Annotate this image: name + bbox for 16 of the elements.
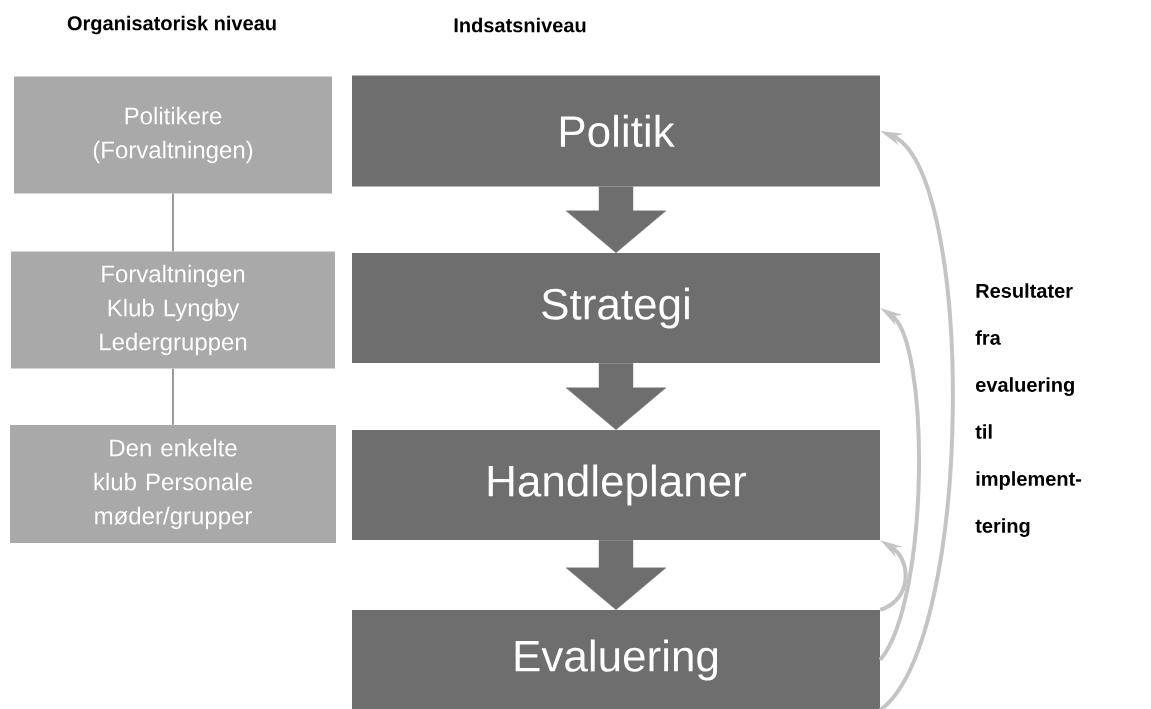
block-arrow [565,363,667,430]
connector-line [172,192,174,253]
block-arrow [565,540,667,610]
org-box: Politikere (Forvaltningen) [14,76,332,194]
level-box: Strategi [352,253,880,363]
level-box: Politik [352,75,880,187]
level-box: Evaluering [352,610,880,709]
org-box: Den enkelte klub Personale møder/grupper [10,425,336,543]
level-box: Handleplaner [352,430,880,540]
org-box: Forvaltningen Klub Lyngby Ledergruppen [11,251,335,369]
note-text: Resultater fra evaluering til implement- tering [975,283,1082,537]
connector-line [172,367,174,426]
column-heading: Organisatorisk niveau [67,15,276,35]
curved-arrow [878,131,955,709]
block-arrow [565,186,667,253]
column-heading: Indsatsniveau [454,17,586,33]
